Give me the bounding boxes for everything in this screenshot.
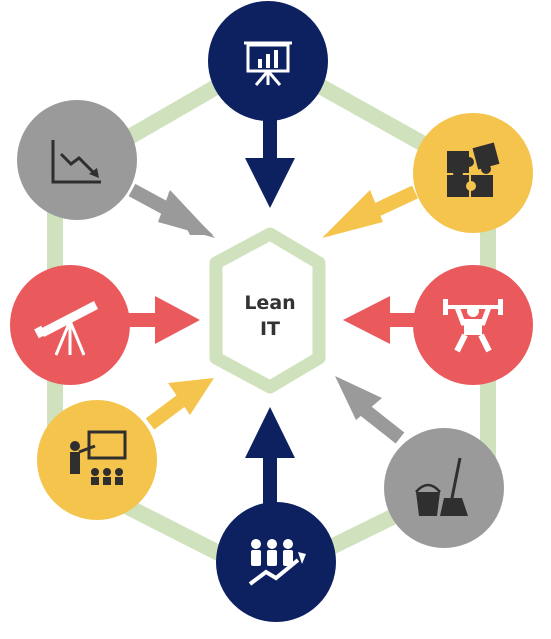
node-upper-right-circle xyxy=(413,113,533,233)
telescope-icon xyxy=(34,301,98,356)
team-growth-icon xyxy=(248,539,306,586)
center-label-line2: IT xyxy=(259,318,281,340)
center-hexagon xyxy=(209,227,326,394)
node-lower-left-circle xyxy=(37,400,157,520)
arrow-upper-right xyxy=(322,185,418,238)
teacher-board-icon xyxy=(70,430,127,485)
center-label: Lean IT xyxy=(215,282,325,352)
arrow-bottom xyxy=(245,407,295,515)
declining-chart-icon xyxy=(51,140,101,184)
node-lower-right-circle xyxy=(384,428,504,548)
arrow-left xyxy=(120,296,200,344)
puzzle-icon xyxy=(447,142,500,197)
arrow-lower-left xyxy=(145,378,214,430)
arrow-right xyxy=(343,296,425,344)
arrow-upper-left xyxy=(128,183,215,238)
center-label-line1: Lean xyxy=(244,292,296,315)
arrow-top xyxy=(245,110,295,208)
arrow-lower-right xyxy=(335,376,405,444)
bucket-mop-icon xyxy=(415,457,468,516)
presentation-chart-icon xyxy=(244,41,292,86)
weightlifter-icon xyxy=(443,299,503,353)
